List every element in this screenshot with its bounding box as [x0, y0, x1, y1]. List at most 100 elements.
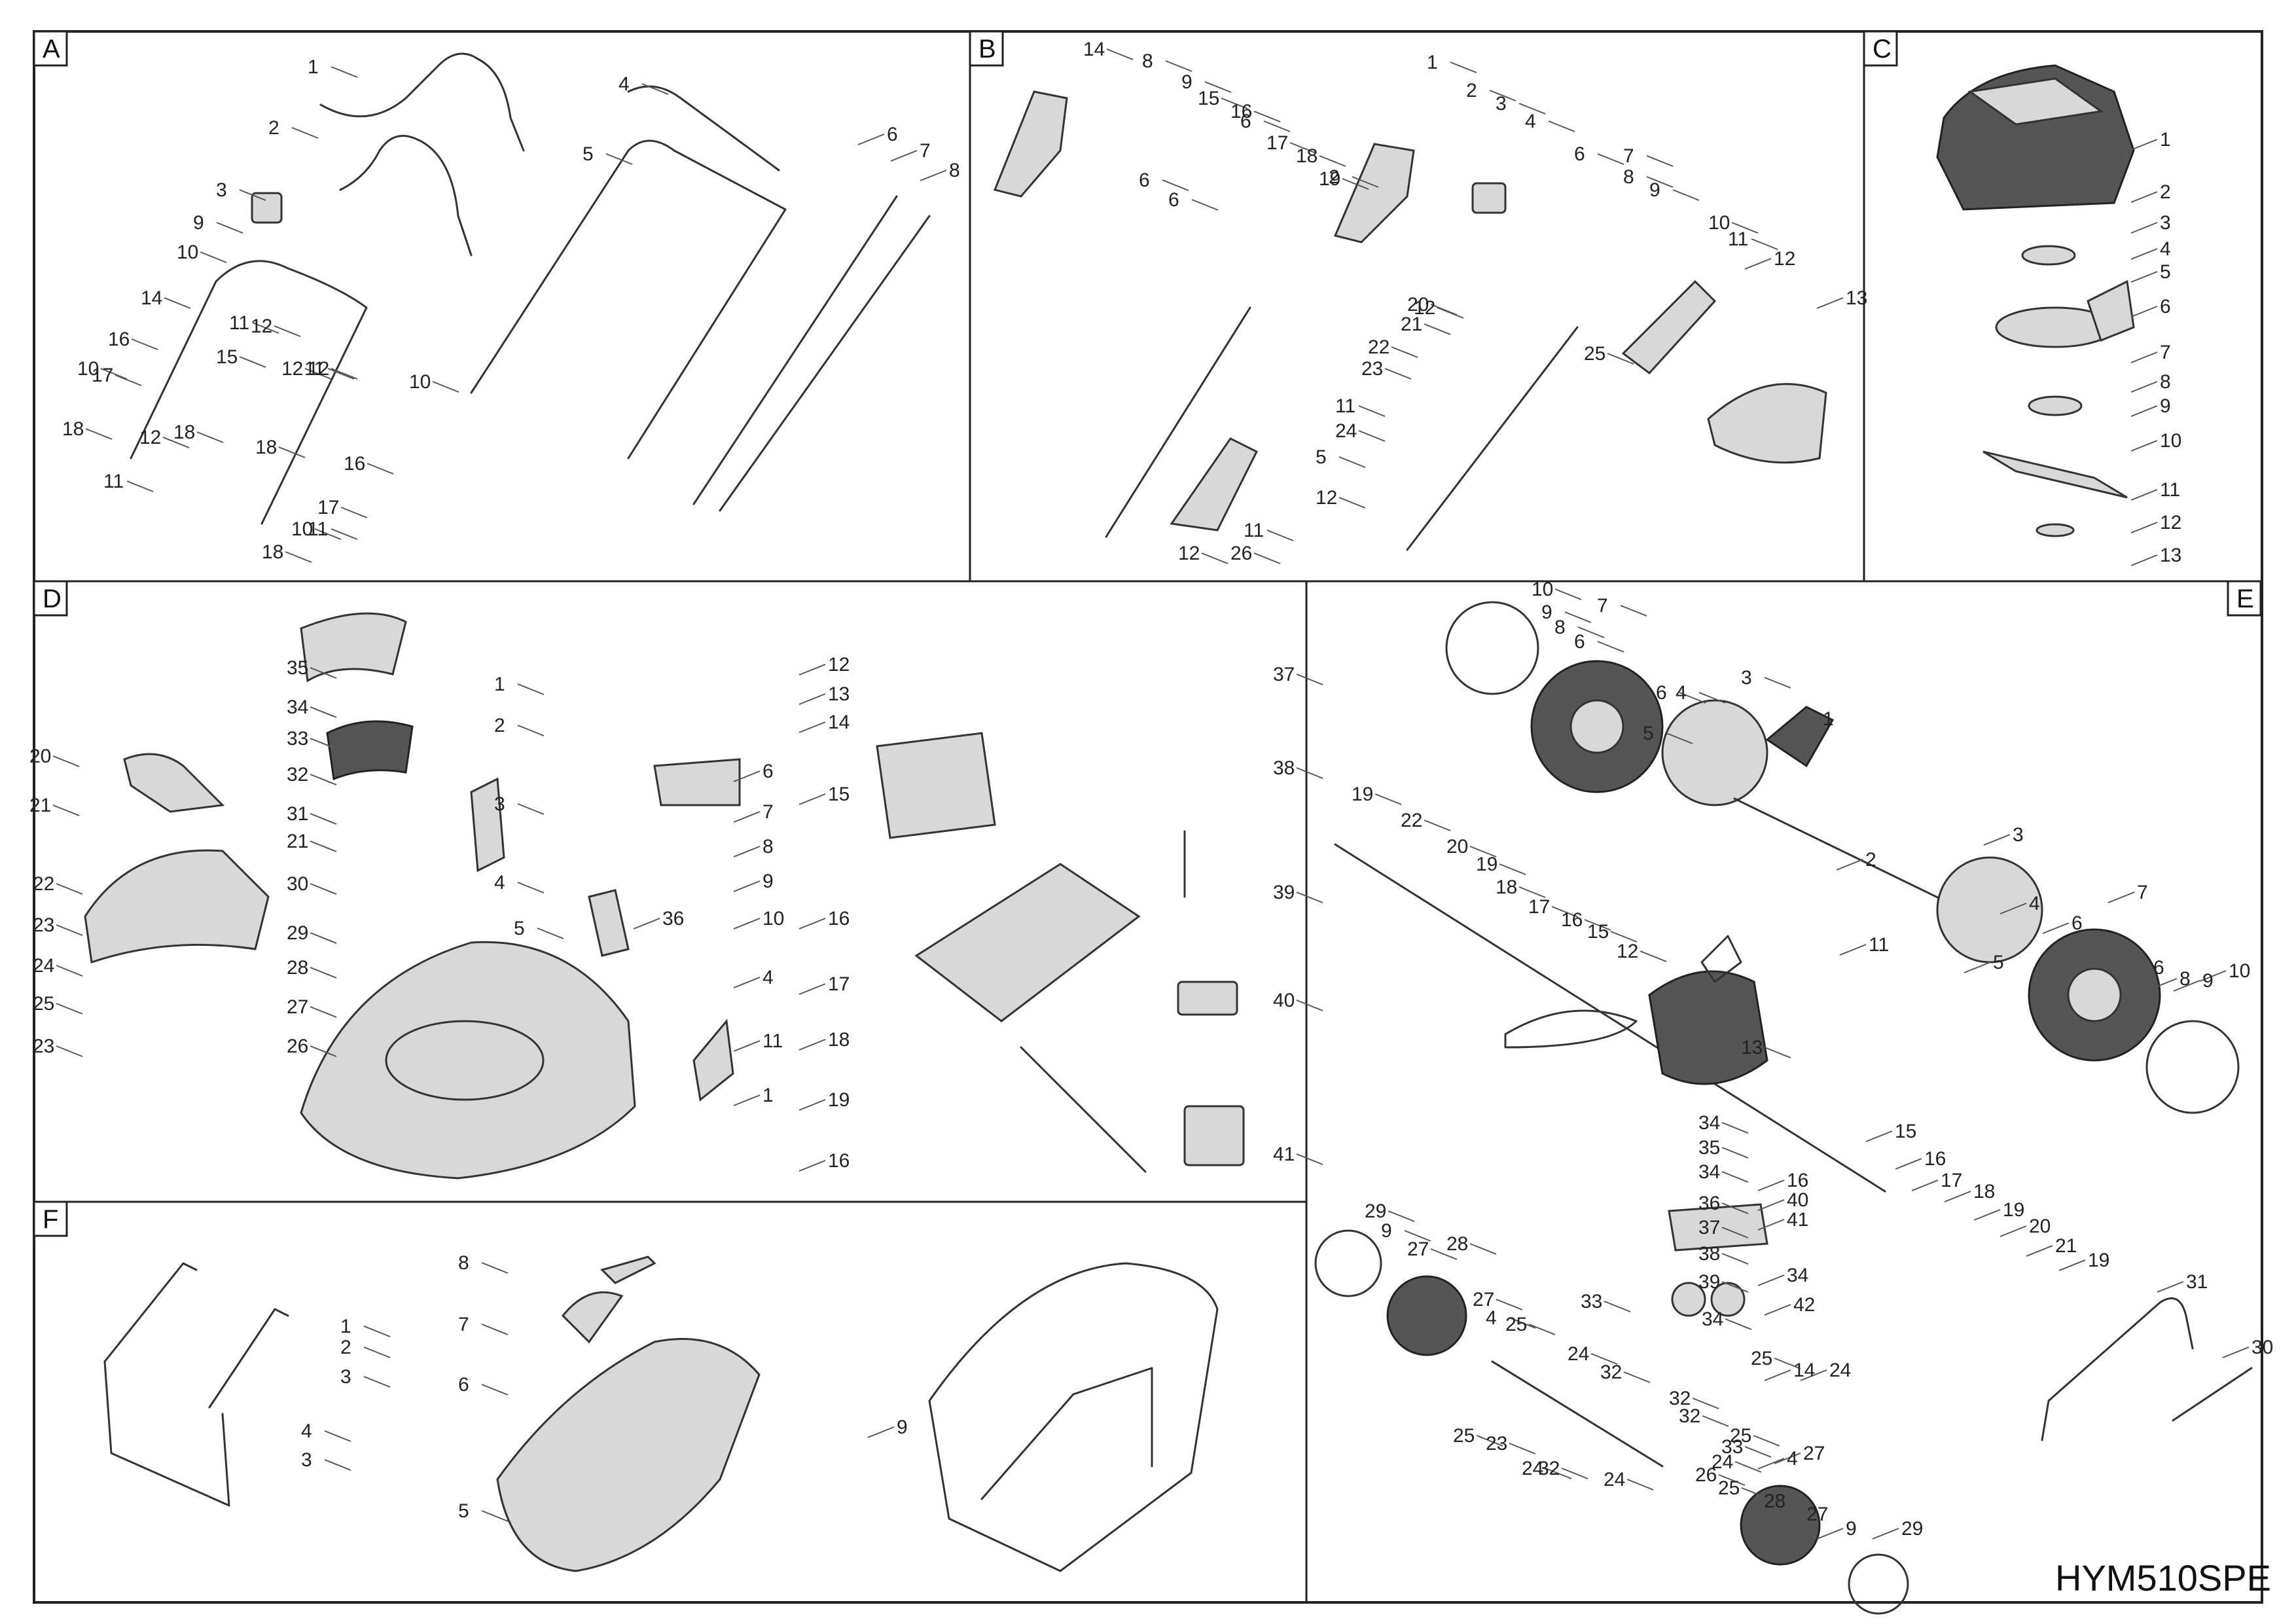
leader-line	[1964, 962, 1991, 973]
callout-c-5: 6	[2160, 296, 2171, 317]
callout-e-51: 19	[2003, 1199, 2024, 1221]
leader-line	[2042, 922, 2070, 934]
leader-line	[310, 813, 337, 825]
callout-e-17: 15	[1587, 921, 1609, 943]
callout-b-27: 22	[1368, 336, 1390, 358]
leader-line	[798, 793, 826, 805]
leader-line	[252, 322, 279, 334]
section-letter: A	[43, 35, 60, 63]
leader-line	[517, 882, 545, 893]
leader-line	[733, 1094, 761, 1106]
leader-line	[1744, 1446, 1772, 1458]
leader-line	[1731, 222, 1759, 234]
callout-c-11: 12	[2160, 512, 2181, 533]
leader-line	[310, 883, 337, 895]
leader-line	[310, 1006, 337, 1018]
callout-e-46: 25	[1751, 1348, 1772, 1369]
callout-f-5: 8	[458, 1252, 469, 1274]
leader-line	[304, 368, 332, 380]
callout-d-24: 6	[762, 761, 774, 782]
section-b-artwork	[993, 90, 1827, 551]
callout-e-72: 32	[1538, 1458, 1560, 1479]
b-drive-cable	[1406, 326, 1579, 551]
f-cover-strip	[561, 1291, 624, 1344]
leader-line	[340, 507, 368, 518]
callout-d-16: 30	[287, 873, 308, 895]
callout-e-54: 19	[2088, 1250, 2109, 1271]
callout-a-0: 1	[308, 56, 319, 78]
leader-line	[1839, 944, 1867, 956]
callout-b-0: 14	[1083, 39, 1105, 60]
a-switch-box	[251, 192, 283, 224]
callout-e-65: 24	[1568, 1343, 1589, 1365]
callout-e-41: 41	[1787, 1209, 1808, 1231]
leader-line	[1384, 368, 1412, 380]
leader-line	[2130, 271, 2158, 283]
leader-line	[1753, 1435, 1780, 1447]
callout-b-31: 25	[1584, 343, 1605, 365]
section-box	[33, 1200, 68, 1237]
e-drive-shaft	[1334, 843, 1886, 1193]
callout-e-79: 4	[1787, 1448, 1798, 1470]
leader-line	[1757, 1219, 1785, 1231]
section-box	[2227, 580, 2262, 617]
callout-e-66: 32	[1600, 1362, 1622, 1383]
leader-line	[1518, 886, 1546, 898]
d-deck-opening	[385, 1020, 545, 1101]
leader-line	[481, 1324, 509, 1335]
leader-line	[2130, 522, 2158, 533]
leader-line	[798, 1160, 826, 1172]
section-letter: E	[2236, 585, 2254, 613]
e-wheel-cover-front-right	[1848, 1553, 1909, 1615]
callout-d-2: 34	[287, 696, 308, 718]
callout-e-35: 37	[1698, 1217, 1720, 1238]
leader-line	[1865, 1130, 1893, 1142]
callout-e-38: 34	[1702, 1308, 1723, 1330]
callout-a-8: 9	[193, 212, 204, 234]
callout-f-3: 4	[301, 1420, 312, 1442]
leader-line	[310, 774, 337, 785]
leader-line	[363, 1346, 391, 1358]
a-throttle-cable	[692, 195, 898, 505]
callout-d-11: 22	[33, 873, 54, 895]
leader-line	[1620, 605, 1647, 617]
leader-line	[1626, 1479, 1654, 1490]
leader-line	[1764, 1047, 1791, 1058]
leader-line	[1489, 90, 1516, 101]
leader-line	[1374, 793, 1402, 805]
callout-e-67: 25	[1453, 1425, 1475, 1447]
leader-line	[331, 528, 358, 540]
leader-line	[1266, 530, 1294, 541]
leader-line	[285, 551, 312, 563]
leader-line	[1162, 179, 1189, 191]
callout-e-28: 9	[2202, 970, 2214, 992]
section-box	[969, 30, 1004, 67]
callout-a-1: 2	[268, 117, 279, 139]
callout-e-42: 34	[1787, 1265, 1808, 1286]
leader-line	[2130, 440, 2158, 452]
d-lift-plate	[692, 1019, 734, 1102]
leader-line	[324, 1459, 351, 1471]
leader-line	[1551, 906, 1579, 918]
leader-line	[1296, 1153, 1323, 1165]
c-engine-head	[1967, 77, 2104, 126]
callout-b-29: 11	[1335, 395, 1355, 417]
callout-e-83: 9	[1846, 1518, 1857, 1540]
leader-line	[1751, 238, 1778, 250]
leader-line	[537, 928, 564, 939]
leader-line	[2199, 970, 2227, 982]
leader-line	[367, 463, 394, 475]
leader-line	[1499, 863, 1526, 875]
callout-b-28: 23	[1361, 358, 1383, 380]
callout-d-25: 7	[762, 801, 774, 823]
leader-line	[1545, 1468, 1572, 1479]
e-wheel-cover-rear-left	[1445, 601, 1539, 695]
leader-line	[733, 1040, 761, 1052]
leader-line	[1623, 1371, 1651, 1383]
leader-line	[200, 251, 227, 263]
callout-d-13: 24	[33, 955, 54, 977]
leader-line	[2130, 405, 2158, 417]
leader-line	[733, 880, 761, 892]
callout-a-10: 10	[77, 358, 99, 380]
callout-a-16: 11	[308, 518, 328, 540]
